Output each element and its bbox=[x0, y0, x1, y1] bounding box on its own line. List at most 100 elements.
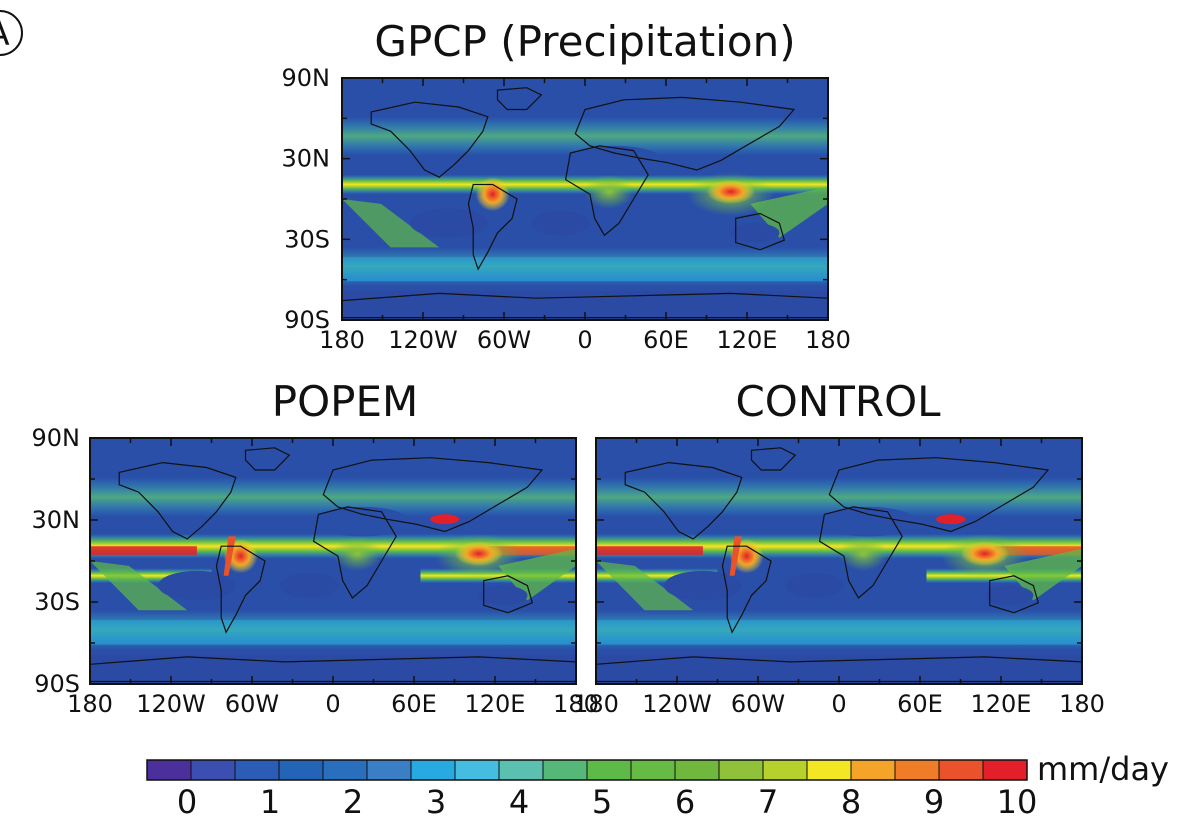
southern-ocean-band bbox=[90, 620, 576, 645]
colorbar-swatch bbox=[454, 759, 500, 781]
coastline bbox=[721, 545, 772, 634]
colorbar-swatch bbox=[762, 759, 808, 781]
colorbar-swatch bbox=[982, 759, 1028, 781]
lon-label: 120W bbox=[642, 690, 712, 718]
coastline bbox=[574, 96, 796, 171]
coastline bbox=[322, 457, 544, 533]
colorbar-swatch bbox=[278, 759, 324, 781]
tibet-max bbox=[430, 514, 460, 525]
spcz-east bbox=[90, 561, 188, 611]
coastline bbox=[564, 145, 649, 237]
congo-wet bbox=[839, 536, 888, 571]
spcz-east bbox=[596, 561, 694, 611]
coastline bbox=[370, 101, 489, 178]
lon-label: 60W bbox=[477, 326, 531, 354]
colorbar-label: 8 bbox=[841, 783, 861, 821]
colorbar-swatch bbox=[674, 759, 720, 781]
panel-letter: A bbox=[0, 10, 23, 56]
warm-pool-max bbox=[960, 541, 1010, 566]
coastline bbox=[735, 212, 786, 251]
coastline bbox=[244, 447, 291, 471]
panel-letter-text: A bbox=[0, 14, 10, 54]
colorbar-swatch bbox=[234, 759, 280, 781]
colorbar-label: 4 bbox=[509, 783, 529, 821]
colorbar-swatch bbox=[366, 759, 412, 781]
lat-label: 90N bbox=[32, 424, 81, 452]
colorbar-label: 1 bbox=[260, 783, 280, 821]
s-atlantic-dry bbox=[279, 573, 338, 598]
lon-label: 60E bbox=[391, 690, 437, 718]
lon-label: 180 bbox=[553, 690, 599, 718]
lon-label: 0 bbox=[577, 326, 592, 354]
lat-label: 90N bbox=[282, 64, 331, 92]
colorbar-swatch bbox=[938, 759, 984, 781]
se-pacific-dry bbox=[410, 208, 488, 238]
southern-ocean-band bbox=[596, 620, 1082, 645]
itcz-max bbox=[488, 546, 576, 555]
sahara-dry bbox=[819, 506, 917, 537]
colorbar-swatch bbox=[894, 759, 940, 781]
coastline bbox=[312, 506, 397, 599]
itcz-max bbox=[90, 546, 197, 555]
lon-label: 120W bbox=[388, 326, 458, 354]
lat-label: 30N bbox=[282, 145, 331, 173]
coastline bbox=[496, 87, 543, 111]
precip-field bbox=[596, 438, 1082, 684]
australia-dry bbox=[478, 585, 528, 606]
colorbar-label: 0 bbox=[177, 783, 197, 821]
lon-label: 60E bbox=[897, 690, 943, 718]
se-pacific-dry bbox=[664, 570, 742, 601]
itcz-max bbox=[994, 546, 1082, 555]
lat-label: 90S bbox=[34, 670, 80, 698]
lon-label: 60E bbox=[643, 326, 689, 354]
lon-label: 180 bbox=[573, 690, 619, 718]
lon-label: 60W bbox=[731, 690, 785, 718]
colorbar-swatch bbox=[630, 759, 676, 781]
panel-title: CONTROL bbox=[735, 377, 941, 426]
australia-dry bbox=[984, 585, 1034, 606]
colorbar-swatch bbox=[586, 759, 632, 781]
colorbar-swatch bbox=[190, 759, 236, 781]
panel-title: GPCP (Precipitation) bbox=[374, 17, 795, 66]
colorbar-label: 9 bbox=[924, 783, 944, 821]
sahara-dry bbox=[313, 506, 411, 537]
southern-ocean-band bbox=[342, 257, 828, 282]
tibet-max bbox=[936, 514, 966, 525]
coastline bbox=[989, 575, 1040, 614]
spcz-east bbox=[342, 199, 440, 248]
map-panels: GPCP (Precipitation) 180 120W 60W 0 60E 120E 18… bbox=[32, 17, 1105, 718]
colorbar-swatch bbox=[410, 759, 456, 781]
lat-label: 30S bbox=[284, 225, 330, 253]
congo-wet bbox=[585, 174, 634, 209]
lon-label: 0 bbox=[325, 690, 340, 718]
warm-pool-max bbox=[706, 179, 756, 204]
colorbar-label: 10 bbox=[997, 783, 1038, 821]
warm-pool-max bbox=[454, 541, 504, 566]
colorbar-label: 7 bbox=[758, 783, 778, 821]
precip-field bbox=[90, 438, 576, 684]
coastline bbox=[750, 447, 797, 471]
lon-label: 120W bbox=[136, 690, 206, 718]
sahara-dry bbox=[565, 145, 663, 175]
coastline bbox=[818, 506, 903, 599]
s-atlantic-dry bbox=[531, 211, 590, 236]
colorbar-swatch bbox=[542, 759, 588, 781]
amazon-max bbox=[475, 177, 510, 212]
coastline bbox=[483, 575, 534, 614]
lon-label: 0 bbox=[831, 690, 846, 718]
itcz-max bbox=[596, 546, 703, 555]
colorbar-swatch bbox=[322, 759, 368, 781]
colorbar-swatch bbox=[850, 759, 896, 781]
colorbar-unit: mm/day bbox=[1037, 750, 1169, 788]
lon-label: 120E bbox=[971, 690, 1032, 718]
lat-label: 30S bbox=[34, 588, 80, 616]
colorbar-label: 5 bbox=[592, 783, 612, 821]
colorbar-label: 2 bbox=[343, 783, 363, 821]
coastline bbox=[215, 545, 266, 634]
se-pacific-dry bbox=[158, 570, 236, 601]
coastline bbox=[467, 183, 518, 271]
